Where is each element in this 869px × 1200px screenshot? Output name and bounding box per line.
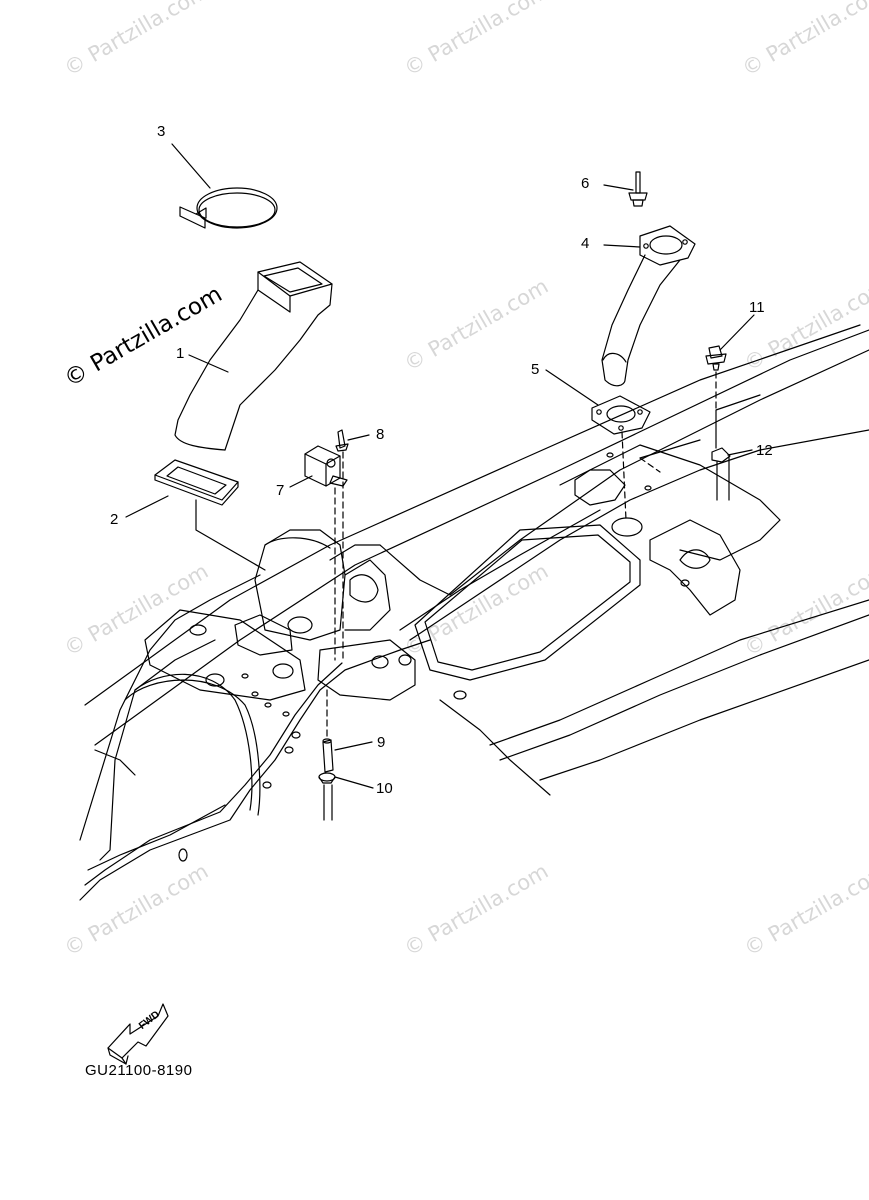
part-4-pipe[interactable] [601, 225, 696, 387]
part-11-bolt[interactable] [705, 345, 727, 371]
part-7-bracket[interactable] [304, 445, 348, 487]
part-12-clip[interactable] [711, 447, 731, 501]
part-6-bolt[interactable] [628, 171, 648, 207]
part-10-clip[interactable] [318, 772, 336, 821]
callout-10: 10 [376, 780, 393, 797]
callout-6: 6 [581, 175, 590, 192]
part-8-screw[interactable] [335, 429, 349, 452]
fwd-arrow-icon [107, 1003, 169, 1065]
callout-7: 7 [276, 482, 285, 499]
assembly-lines [326, 371, 717, 741]
part-2-gasket[interactable] [154, 459, 239, 506]
callout-8: 8 [376, 426, 385, 443]
part-1-duct[interactable] [174, 261, 333, 451]
callout-2: 2 [110, 511, 119, 528]
part-9-fitting[interactable] [322, 738, 334, 773]
callout-11: 11 [749, 299, 765, 316]
callout-12: 12 [756, 442, 773, 459]
callout-1: 1 [176, 345, 185, 362]
part-3-band[interactable] [179, 187, 278, 229]
frame-holes [178, 452, 690, 862]
callout-5: 5 [531, 361, 540, 378]
callout-4: 4 [581, 235, 590, 252]
callout-3: 3 [157, 123, 166, 140]
diagram-code: GU21100-8190 [85, 1062, 193, 1079]
callout-9: 9 [377, 734, 386, 751]
leader-lines [125, 143, 761, 789]
part-5-gasket[interactable] [591, 395, 651, 435]
hull-frame [79, 324, 869, 901]
